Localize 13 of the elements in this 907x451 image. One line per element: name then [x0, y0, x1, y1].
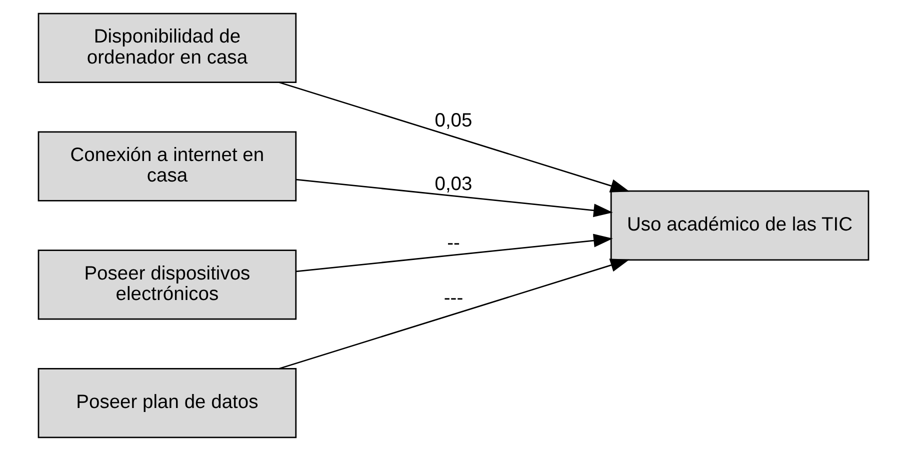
edge-label: --: [447, 233, 460, 254]
edge-label: 0,03: [434, 174, 472, 195]
arrow: [278, 82, 630, 192]
arrow: [296, 234, 613, 272]
arrow: [296, 178, 613, 218]
edge-label: 0,05: [434, 110, 472, 132]
node-box: Poseer dispositivos electrónicos: [38, 250, 297, 320]
arrow: [278, 258, 630, 370]
node-box: Uso académico de las TIC: [610, 190, 870, 261]
node-box: Disponibilidad de ordenador en casa: [38, 12, 297, 84]
node-box: Poseer plan de datos: [38, 368, 297, 438]
edge-label: ---: [444, 288, 464, 310]
node-box: Conexión a internet en casa: [38, 131, 297, 202]
